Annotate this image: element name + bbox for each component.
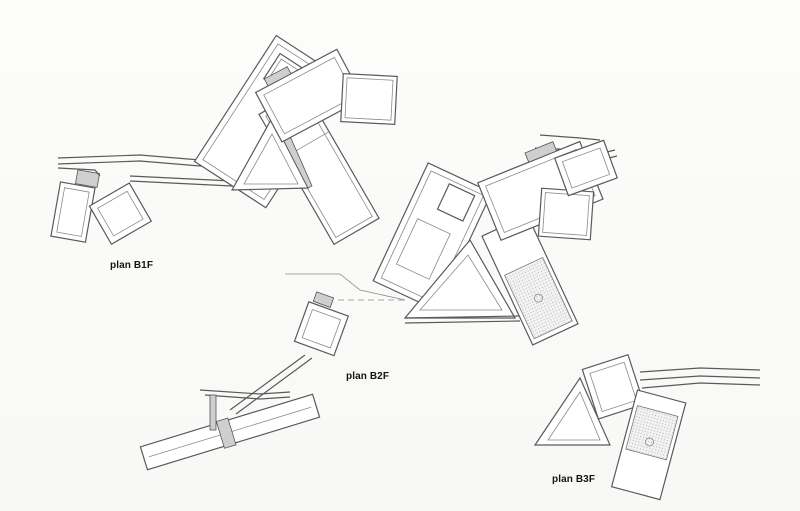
upper-plan [57, 34, 398, 246]
plan-b1f-label: plan B1F [110, 260, 154, 271]
b1f-small-plan [50, 167, 153, 246]
b2f-plan [139, 291, 350, 471]
plan-b2f-label: plan B2F [346, 371, 390, 382]
right-plan [285, 134, 619, 346]
b3f-plan [533, 353, 761, 501]
plan-b3f-label: plan B3F [552, 474, 596, 485]
